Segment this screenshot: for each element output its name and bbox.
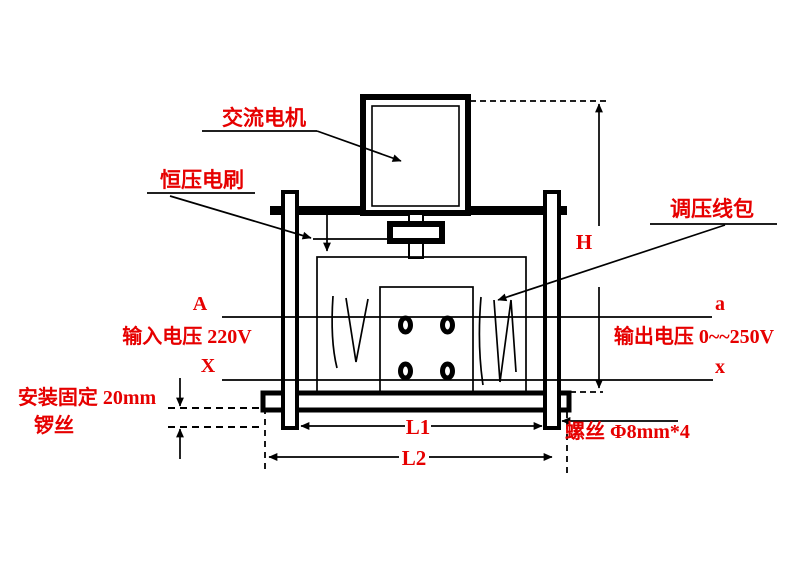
- terminal-a-label: a: [715, 293, 725, 315]
- brush-coupling-flange: [387, 221, 445, 244]
- motor-box: [360, 94, 471, 216]
- terminal-A-label: A: [193, 293, 208, 315]
- bolt-hole: [398, 361, 413, 381]
- right-rail: [543, 190, 561, 430]
- input-voltage-label: 输入电压 220V: [122, 324, 252, 348]
- screw-spec-label: 螺丝 Φ8mm*4: [565, 419, 690, 443]
- bolt-hole: [398, 315, 413, 335]
- brush-label: 恒压电刷: [160, 168, 244, 192]
- coil-leader-arrow: [497, 224, 726, 302]
- dim-L1-label: L1: [406, 415, 431, 439]
- brush-leader-arrow: [169, 195, 312, 240]
- ac-motor-label: 交流电机: [222, 106, 306, 130]
- coil-left: [331, 295, 369, 369]
- dim-H-label: H: [576, 230, 592, 254]
- core-box: [379, 286, 474, 394]
- bolt-hole: [440, 361, 455, 381]
- transformer-housing: [316, 256, 527, 394]
- bolt-hole: [440, 315, 455, 335]
- coil-right: [478, 296, 517, 386]
- dim-L2-label: L2: [402, 446, 427, 470]
- coil-label: 调压线包: [670, 197, 754, 221]
- output-voltage-label: 输出电压 0~~250V: [614, 324, 775, 348]
- terminal-X-label: X: [201, 355, 216, 377]
- base-plate: [260, 390, 572, 413]
- terminal-x-label: x: [715, 356, 725, 378]
- mounting-label-line1: 安装固定 20mm: [18, 385, 157, 409]
- ac-motor-leader-arrow: [316, 130, 402, 162]
- mounting-label-line2: 锣丝: [34, 413, 74, 437]
- motor-box-inner: [371, 105, 460, 207]
- left-rail: [281, 190, 299, 430]
